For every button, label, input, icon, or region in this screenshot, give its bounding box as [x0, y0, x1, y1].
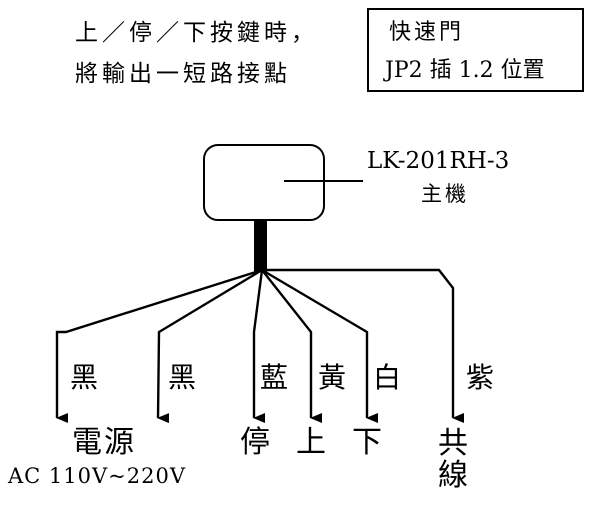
device-model: LK-201RH-3: [367, 148, 510, 174]
wire-color-blue: 藍: [260, 361, 289, 394]
note-line-2: 將輸出一短路接點: [75, 61, 291, 87]
info-box-line-1: 快速門: [389, 20, 465, 45]
wire-yellow-line: [261, 269, 322, 423]
branch-wires: [55, 268, 464, 424]
cable-bundle: [254, 220, 267, 272]
info-box-line-2: JP2 插 1.2 位置: [385, 58, 545, 83]
terminal-common: 共線: [438, 426, 468, 493]
wire-color-white: 白: [373, 361, 402, 394]
terminal-power: 電源: [72, 425, 136, 460]
controller-box: [203, 144, 325, 221]
wire-black-2-line: [156, 268, 263, 424]
device-name: 主機: [421, 182, 469, 206]
wire-color-purple: 紫: [466, 361, 495, 394]
info-box: 快速門 JP2 插 1.2 位置: [367, 8, 584, 92]
note-line-1: 上／停／下按鍵時，: [75, 20, 318, 46]
wire-purple-line: [262, 268, 464, 423]
wire-color-black-1: 黑: [70, 361, 99, 394]
terminal-down: 下: [352, 425, 382, 460]
wire-black-1-line: [55, 268, 263, 423]
power-voltage: AC 110V~220V: [8, 464, 187, 488]
wire-blue-line: [252, 269, 265, 423]
wire-color-black-2: 黑: [168, 361, 197, 394]
terminal-up: 上: [296, 425, 326, 460]
terminal-stop: 停: [240, 425, 270, 460]
wire-white-line: [261, 268, 378, 423]
wire-color-yellow: 黃: [318, 361, 347, 394]
